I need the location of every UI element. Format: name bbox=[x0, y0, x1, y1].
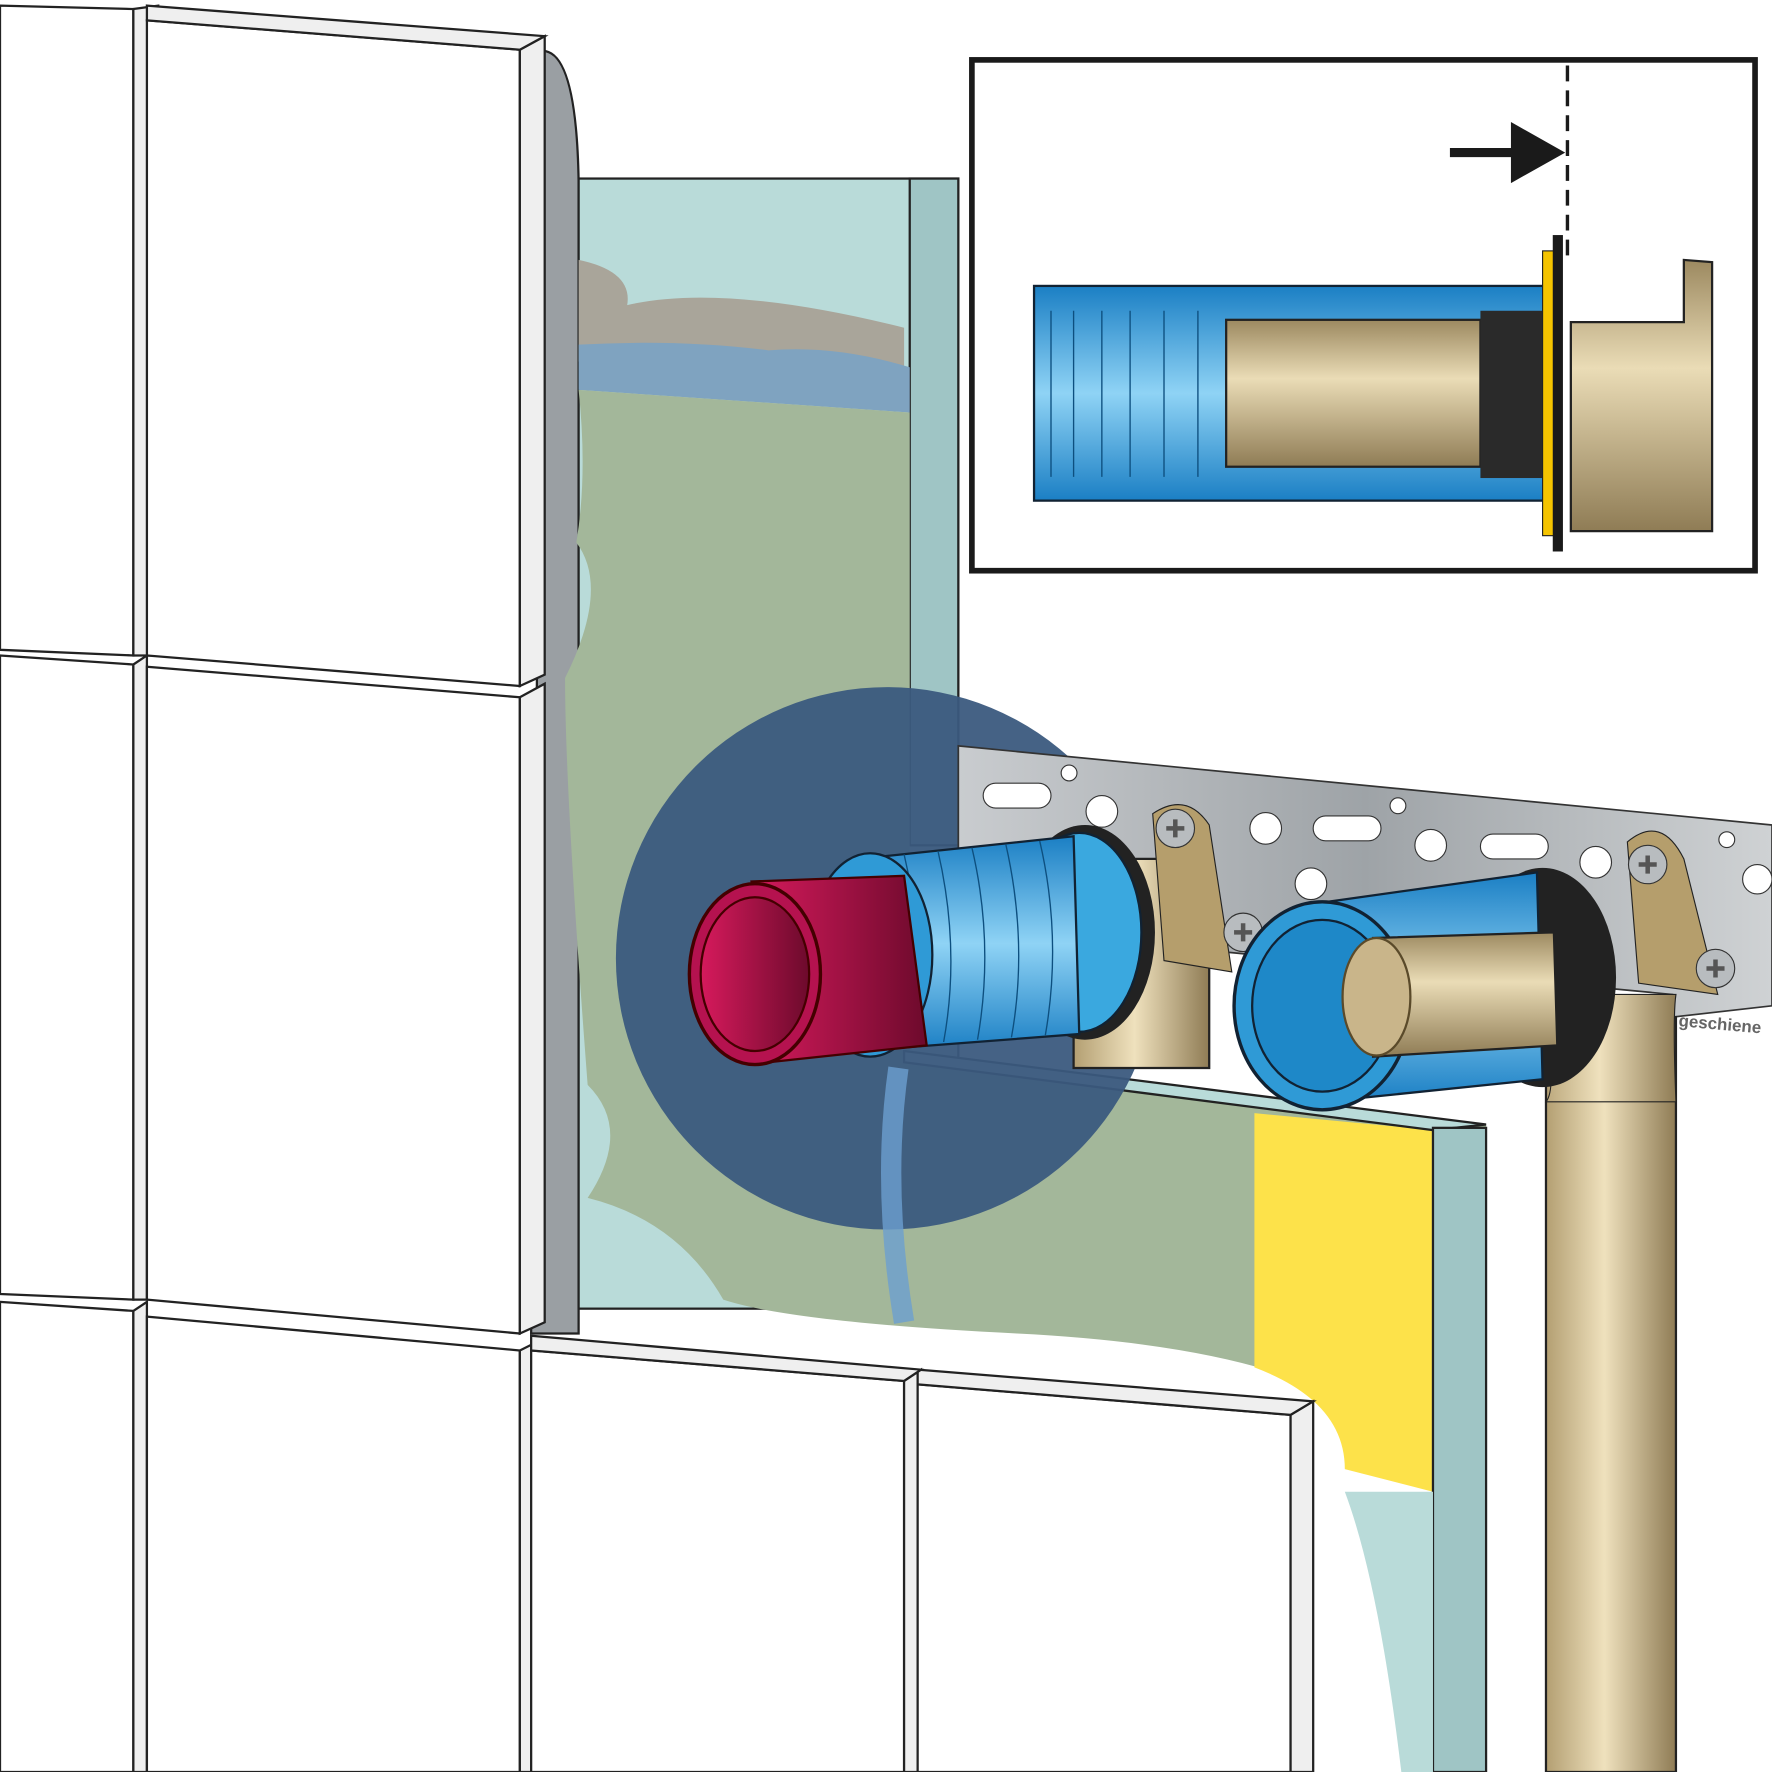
pipe-sleeve-right bbox=[1232, 867, 1617, 1112]
screw-icon bbox=[1155, 808, 1196, 849]
protective-cap bbox=[687, 874, 928, 1067]
screw-icon bbox=[1627, 844, 1668, 885]
detail-inset bbox=[969, 57, 1758, 574]
tiles bbox=[0, 4, 1317, 1772]
arrow-right-icon bbox=[1449, 122, 1566, 184]
screw-icon bbox=[1695, 948, 1736, 989]
rail-label: geschiene bbox=[1678, 1011, 1762, 1037]
yellow-insulation bbox=[1254, 1113, 1433, 1492]
